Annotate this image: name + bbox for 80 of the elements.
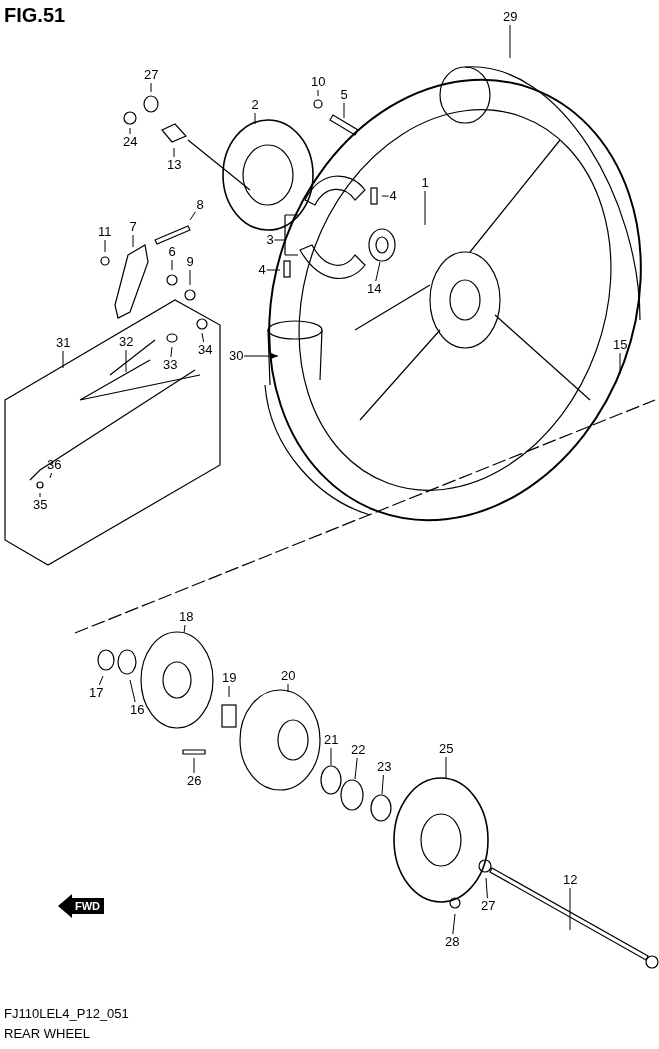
leader-line [445, 756, 447, 779]
callout-number: 14 [367, 282, 382, 296]
leader-line [330, 747, 332, 766]
leader-line [254, 112, 256, 125]
leader-line [452, 913, 456, 935]
callout-number: 16 [130, 703, 145, 717]
callout-number: 26 [187, 774, 202, 788]
leader-line [98, 675, 104, 686]
leader-line [125, 349, 127, 373]
leader-line [424, 190, 426, 226]
leader-line [381, 774, 384, 795]
leader-line [104, 239, 106, 253]
callout-number: 13 [167, 158, 182, 172]
leader-line [173, 147, 175, 158]
leader-line [287, 683, 289, 693]
callout-number: 9 [186, 255, 194, 269]
leader-line [193, 757, 195, 774]
callout-number: 5 [340, 88, 348, 102]
leader-line [189, 211, 196, 221]
leader-line [183, 624, 186, 634]
callout-number: 8 [196, 198, 204, 212]
leader-line [381, 195, 389, 197]
leader-line [509, 24, 511, 59]
leader-line [132, 234, 134, 248]
callout-number: 10 [311, 75, 326, 89]
leader-line [201, 332, 205, 343]
leader-line [619, 352, 621, 375]
callout-number: 15 [613, 338, 628, 352]
callout-number: 28 [445, 935, 460, 949]
callout-number: 23 [377, 760, 392, 774]
callout-number: 30 [229, 349, 244, 363]
leader-line [189, 269, 191, 286]
callout-number: 31 [56, 336, 71, 350]
callout-number: 27 [144, 68, 159, 82]
leader-line [62, 350, 64, 369]
figure-caption: REAR WHEEL [4, 1027, 90, 1041]
leader-line [569, 887, 571, 931]
callout-number: 18 [179, 610, 194, 624]
leader-line [266, 269, 281, 271]
leader-line [274, 239, 285, 241]
callout-number: 7 [129, 220, 137, 234]
leader-line [150, 82, 152, 93]
callout-number: 32 [119, 335, 134, 349]
callout-number: 20 [281, 669, 296, 683]
leader-line [375, 261, 381, 282]
callout-number: 2 [251, 98, 259, 112]
callout-number: 34 [198, 343, 213, 357]
figure-code: FJ110LEL4_P12_051 [4, 1007, 129, 1021]
direction-label: FWD [75, 900, 101, 912]
callout-number: 3 [266, 233, 274, 247]
leader-line [49, 472, 53, 479]
callout-number: 35 [33, 498, 48, 512]
leader-line [485, 877, 488, 899]
callout-number: 29 [503, 10, 518, 24]
callout-number: 6 [168, 245, 176, 259]
callout-number: 24 [123, 135, 138, 149]
figure-title: FIG.51 [4, 4, 66, 26]
leader-line [170, 346, 173, 358]
leader-line [317, 89, 319, 97]
leader-line [129, 679, 136, 703]
leader-line [171, 259, 173, 271]
callout-number: 12 [563, 873, 578, 887]
leader-arrow [243, 353, 279, 359]
leader-line [228, 685, 230, 698]
callout-number: 22 [351, 743, 366, 757]
callout-number: 36 [47, 458, 62, 472]
leader-line [343, 102, 345, 119]
callout-number: 33 [163, 358, 178, 372]
leader-line [39, 492, 41, 498]
callout-number: 21 [324, 733, 339, 747]
leader-line [354, 757, 358, 780]
callout-number: 25 [439, 742, 454, 756]
callout-number: 11 [98, 225, 112, 239]
leader-line [129, 127, 131, 135]
callout-number: 4 [258, 263, 266, 277]
callout-number: 4 [389, 189, 397, 203]
callout-number: 1 [421, 176, 429, 190]
callout-number: 19 [222, 671, 237, 685]
callout-number: 17 [89, 686, 104, 700]
callout-number: 27 [481, 899, 496, 913]
